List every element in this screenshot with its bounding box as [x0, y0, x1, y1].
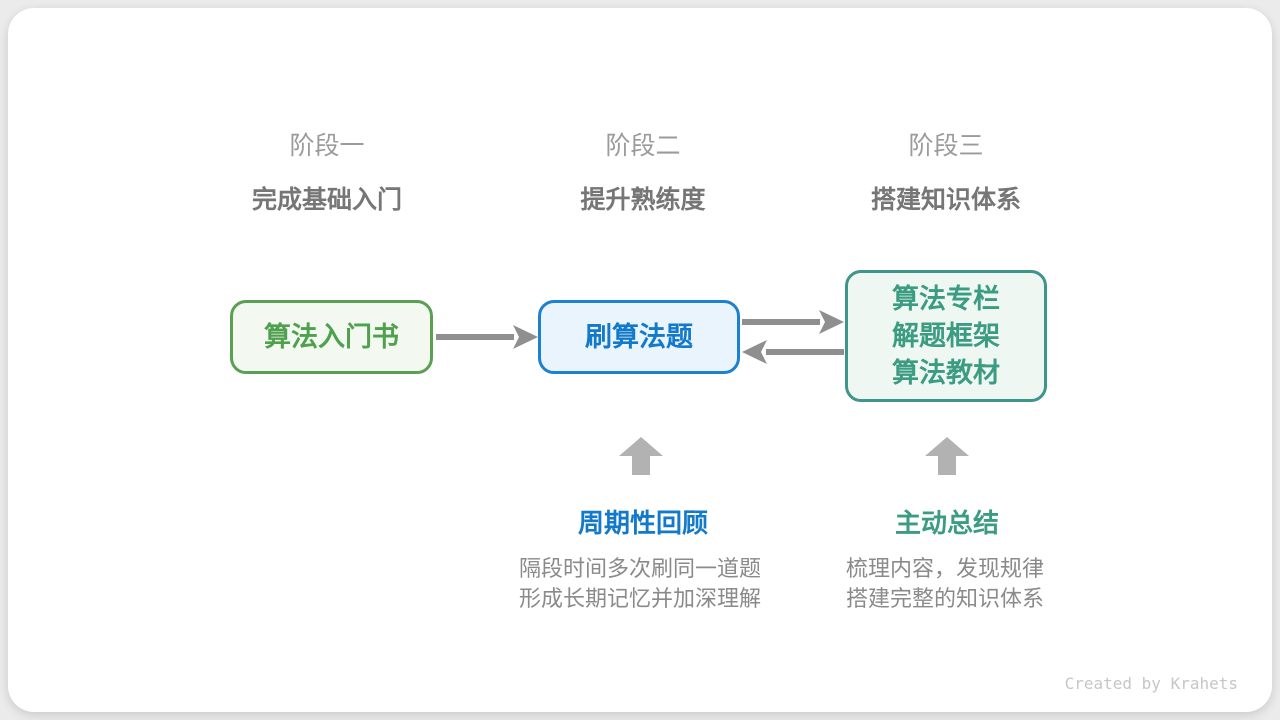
stage-2-label: 阶段二	[605, 132, 681, 160]
node-knowledge-resources-line-3: 算法教材	[892, 357, 1000, 388]
credit-text: Created by Krahets	[1064, 674, 1238, 693]
node-intro-book-label: 算法入门书	[264, 321, 399, 352]
annotation-summarize-desc-line-1: 梳理内容，发现规律	[845, 556, 1045, 581]
stage-3-header: 阶段三 搭建知识体系	[871, 126, 1021, 216]
stage-3-label: 阶段三	[908, 132, 984, 160]
node-knowledge-resources: 算法专栏 解题框架 算法教材	[845, 270, 1047, 402]
stage-1-header: 阶段一 完成基础入门	[252, 126, 402, 216]
annotation-summarize-desc-line-2: 搭建完整的知识体系	[845, 586, 1045, 611]
stage-3-subtitle: 搭建知识体系	[870, 186, 1022, 214]
node-knowledge-resources-line-1: 算法专栏	[892, 283, 1000, 314]
stage-1-label: 阶段一	[289, 132, 365, 160]
node-intro-book: 算法入门书	[230, 300, 433, 374]
annotation-summarize-title: 主动总结	[894, 508, 1000, 538]
stage-2-header: 阶段二 提升熟练度	[580, 126, 705, 216]
node-practice-problems: 刷算法题	[538, 300, 740, 374]
stage-2-subtitle: 提升熟练度	[580, 186, 706, 214]
stage-1-subtitle: 完成基础入门	[251, 186, 403, 214]
annotation-summarize-desc: 梳理内容，发现规律 搭建完整的知识体系	[846, 554, 1044, 614]
node-knowledge-resources-line-2: 解题框架	[892, 320, 1000, 351]
node-practice-problems-label: 刷算法题	[585, 321, 693, 352]
annotation-periodic-review-desc-line-2: 形成长期记忆并加深理解	[518, 586, 762, 611]
annotation-periodic-review-desc: 隔段时间多次刷同一道题 形成长期记忆并加深理解	[519, 554, 761, 614]
annotation-periodic-review-title: 周期性回顾	[577, 508, 709, 538]
annotation-periodic-review-desc-line-1: 隔段时间多次刷同一道题	[518, 556, 762, 581]
